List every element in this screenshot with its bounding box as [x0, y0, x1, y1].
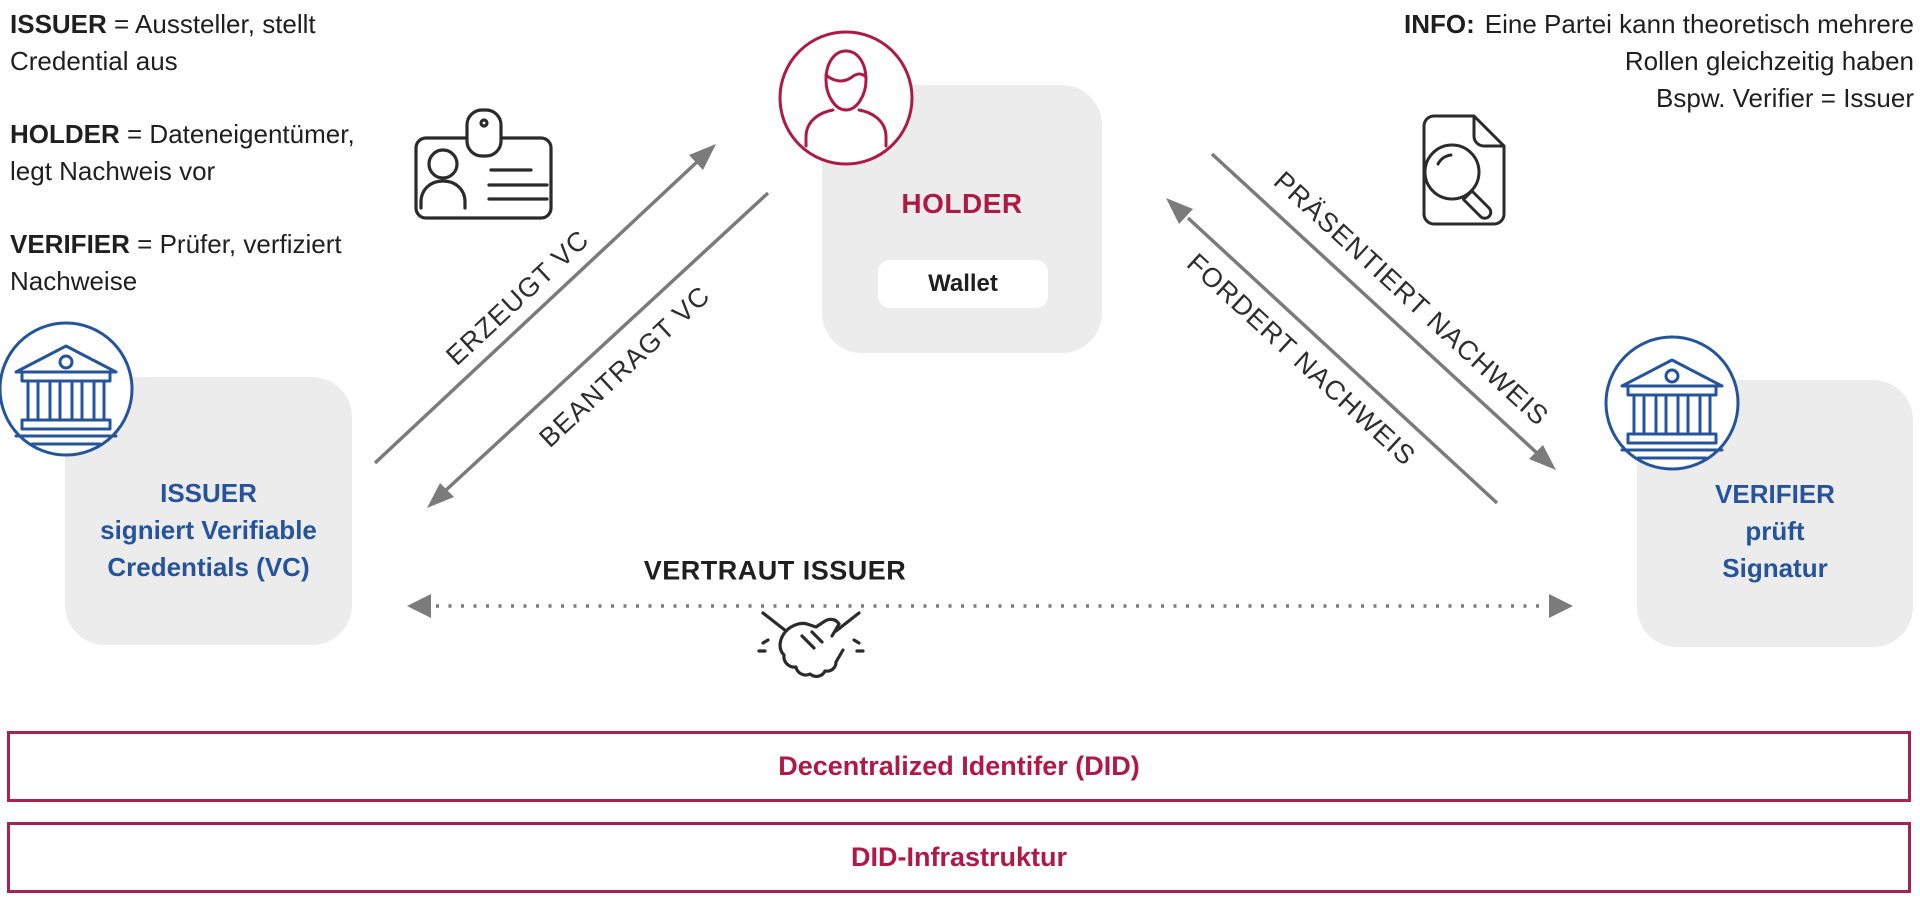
vertraut-arrowhead-left: [407, 594, 431, 618]
did-infrastructure-label: DID-Infrastruktur: [850, 842, 1067, 872]
erzeugt-vc-arrowhead: [689, 144, 716, 170]
issuer-text: ISSUER signiert Verifiable Credentials (…: [65, 475, 352, 586]
person-icon: [776, 28, 916, 168]
verifier-title: VERIFIER: [1715, 479, 1835, 509]
bank-icon-verifier: [1602, 333, 1742, 473]
erzeugt-vc-label: ERZEUGT VC: [440, 224, 596, 372]
verifier-box: VERIFIER prüft Signatur: [1637, 380, 1913, 647]
vertraut-arrowhead-right: [1549, 594, 1573, 618]
info-label: INFO:: [1404, 9, 1475, 39]
fordert-arrowhead: [1166, 198, 1193, 224]
issuer-desc-1: signiert Verifiable: [100, 515, 317, 545]
legend-term-verifier: VERIFIER: [10, 229, 130, 259]
verifier-text: VERIFIER prüft Signatur: [1637, 476, 1913, 587]
document-search-icon: [1422, 114, 1506, 226]
vertraut-issuer-label: VERTRAUT ISSUER: [643, 555, 907, 586]
wallet-label: Wallet: [928, 270, 998, 297]
holder-title: HOLDER: [901, 188, 1023, 219]
did-bar: Decentralized Identifer (DID): [7, 731, 1911, 802]
legend-term-issuer: ISSUER: [10, 9, 107, 39]
legend-item-holder: HOLDER = Dateneigentümer,legt Nachweis v…: [10, 119, 355, 186]
issuer-desc-2: Credentials (VC): [107, 552, 310, 582]
beantragt-vc-arrowhead: [427, 483, 454, 508]
verifier-desc-1: prüft: [1745, 516, 1805, 546]
handshake-icon: [757, 611, 865, 678]
issuer-title: ISSUER: [160, 478, 257, 508]
info-note: INFO:Eine Partei kann theoretisch mehrer…: [1404, 6, 1914, 117]
info-line-1: INFO:Eine Partei kann theoretisch mehrer…: [1404, 9, 1914, 39]
bank-icon: [0, 319, 136, 459]
legend-term-holder: HOLDER: [10, 119, 120, 149]
verifier-desc-2: Signatur: [1722, 553, 1828, 583]
wallet-pill: Wallet: [878, 260, 1048, 308]
info-line-3: Bspw. Verifier = Issuer: [1656, 83, 1914, 113]
did-bar-label: Decentralized Identifer (DID): [778, 751, 1140, 781]
fordert-arrow-line: [1186, 216, 1499, 505]
id-badge-icon: [414, 108, 553, 220]
info-line-2: Rollen gleichzeitig haben: [1624, 46, 1914, 76]
did-infrastructure-bar: DID-Infrastruktur: [7, 822, 1911, 893]
praesentiert-arrowhead: [1529, 445, 1556, 470]
beantragt-vc-label: BEANTRAGT VC: [533, 280, 716, 454]
holder-box: HOLDER Wallet: [822, 85, 1102, 353]
